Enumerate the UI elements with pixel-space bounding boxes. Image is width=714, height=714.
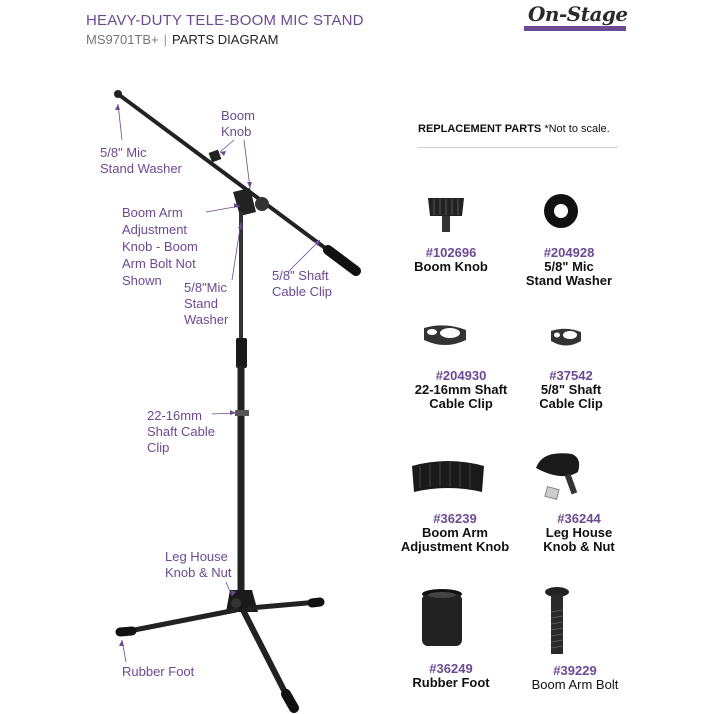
part-number: #36249 [429,661,473,676]
callout-text: 5/8" Mic Stand Washer [100,145,182,176]
part-number: #37542 [549,368,593,383]
washer-icon [544,194,578,228]
leg-house-knob-icon [536,453,580,500]
part-boom-arm-knob: #36239 Boom Arm Adjustment Knob [390,512,520,554]
logo-underline [524,26,626,31]
boom-tip [114,90,122,98]
part-number: #102696 [425,245,477,260]
arrowhead-2 [247,182,252,188]
part-rubber-foot: #36249 Rubber Foot [386,662,516,690]
part-name: Rubber Foot [412,675,490,690]
cable-clip-small-icon [551,328,581,346]
part-number: #36244 [557,511,601,526]
boom-clutch-knob [255,197,269,211]
boom-arm-counterweight [323,245,361,276]
part-name: 5/8" Shaft Cable Clip [539,382,603,411]
callout-text: Leg House Knob & Nut [165,549,232,580]
diagram-label: PARTS DIAGRAM [172,32,279,47]
part-cable-clip-58: #37542 5/8" Shaft Cable Clip [506,369,636,411]
boom-arm [116,92,354,270]
page-title: HEAVY-DUTY TELE-BOOM MIC STAND [86,12,364,29]
leader-leg-house [225,581,233,597]
part-name: 5/8" Mic Stand Washer [525,259,613,288]
page-subtitle: MS9701TB+ | PARTS DIAGRAM [86,32,278,47]
callout-shaft-clip-2216: 22-16mm Shaft Cable Clip [147,408,215,456]
arrowhead-8 [231,590,236,596]
arrowhead-3 [115,104,120,110]
arrowhead-7 [230,410,236,415]
leader-boom-knob [219,139,235,153]
replacement-parts-heading: REPLACEMENT PARTS *Not to scale. [418,123,610,135]
callout-text: 5/8" Shaft Cable Clip [272,268,332,299]
callout-text: Boom Knob [221,108,255,139]
replacement-divider [418,147,618,148]
callout-boom-knob: Boom Knob [221,108,255,140]
boom-knob-icon [428,198,464,232]
part-number: #204930 [435,368,487,383]
boom-knob-part [208,149,222,163]
part-number: #39229 [553,663,597,678]
leader-shaft-clip-58 [287,239,321,273]
callout-text: 22-16mm Shaft Cable Clip [147,408,215,455]
leader-mic-washer-mid [231,221,242,281]
shaft-cable-clip-part [235,410,249,416]
logo-text: On-Stage [528,2,628,26]
callout-mic-washer-mid: 5/8"Mic Stand Washer [184,280,228,328]
part-name: 22-16mm Shaft Cable Clip [414,382,508,411]
leg-left [121,607,239,635]
callout-shaft-clip-58: 5/8" Shaft Cable Clip [272,268,332,300]
foot-left [115,626,137,637]
callout-leg-house: Leg House Knob & Nut [165,549,232,581]
part-number: #204928 [543,245,595,260]
arrowhead-4 [234,203,240,208]
callout-rubber-foot: Rubber Foot [122,664,194,680]
part-name: Leg House Knob & Nut [543,525,615,554]
part-mic-washer: #204928 5/8" Mic Stand Washer [504,246,634,288]
rubber-foot-icon [422,589,462,646]
boom-clutch [233,188,256,216]
part-boom-knob: #102696 Boom Knob [386,246,516,274]
callout-mic-washer-top: 5/8" Mic Stand Washer [100,145,182,177]
height-clutch [236,338,247,368]
boom-arm-knob-icon [412,461,484,492]
arrowhead-6 [314,240,320,246]
part-cable-clip-2216: #204930 22-16mm Shaft Cable Clip [396,369,526,411]
part-name: Boom Arm Bolt [531,677,619,692]
not-to-scale-note: *Not to scale. [544,123,610,135]
callout-text: Rubber Foot [122,664,195,679]
foot-right [307,597,325,608]
callout-text: 5/8"Mic Stand Washer [184,280,229,327]
leader-boom-knob-2 [243,139,251,189]
part-number: #36239 [433,511,477,526]
replacement-heading-text: REPLACEMENT PARTS [418,123,542,135]
foot-front [281,689,299,713]
part-leg-house-knob: #36244 Leg House Knob & Nut [514,512,644,554]
brand-logo: On-Stage [522,0,628,32]
arrowhead-5 [238,222,243,229]
callout-boom-arm-knob: Boom Arm Adjustment Knob - Boom Arm Bolt… [122,204,198,289]
part-name: Boom Arm Adjustment Knob [400,525,510,554]
arrowhead-9 [119,640,124,646]
arrowhead-1 [220,151,226,156]
subtitle-separator: | [163,32,168,47]
leg-right [247,599,321,611]
cable-clip-large-icon [424,325,466,345]
part-boom-arm-bolt: #39229 Boom Arm Bolt [510,664,640,692]
model-number: MS9701TB+ [86,32,159,47]
part-name: Boom Knob [414,259,488,274]
leg-house-knob [231,598,241,608]
boom-arm-bolt-icon [545,587,569,654]
callout-text: Boom Arm Adjustment Knob - Boom Arm Bolt… [122,205,198,288]
